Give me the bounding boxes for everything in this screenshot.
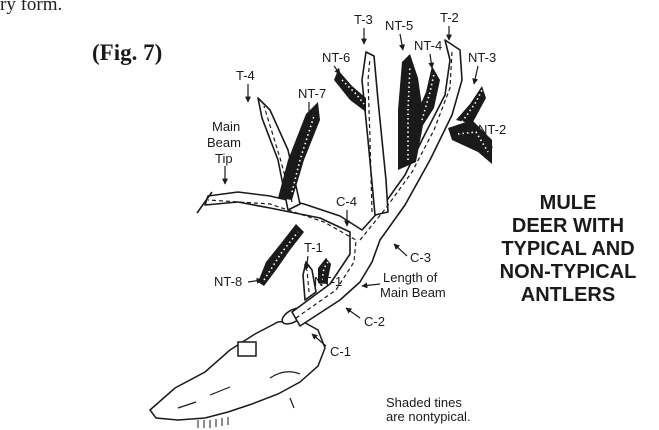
svg-text:NT-7: NT-7	[298, 86, 326, 101]
svg-text:C-2: C-2	[364, 314, 385, 329]
title-line: TYPICAL AND	[478, 238, 658, 261]
label-nt4: NT-4	[414, 38, 442, 68]
shading-note: Shaded tines are nontypical.	[386, 396, 471, 424]
svg-text:C-4: C-4	[336, 194, 357, 209]
title-line: DEER WITH	[478, 215, 658, 238]
label-t3: T-3	[354, 12, 373, 44]
label-nt8: NT-8	[214, 274, 262, 289]
skull	[150, 320, 325, 420]
svg-text:Tip: Tip	[215, 151, 233, 166]
label-c3: C-3	[394, 244, 431, 265]
svg-text:NT-3: NT-3	[468, 50, 496, 65]
label-t4: T-4	[236, 68, 255, 102]
tine-nt8	[258, 224, 304, 286]
label-main-beam-tip: Main Beam Tip	[207, 119, 241, 184]
svg-text:T-2: T-2	[440, 10, 459, 25]
note-line: are nontypical.	[386, 410, 471, 424]
svg-text:T-3: T-3	[354, 12, 373, 27]
svg-text:T-1: T-1	[304, 240, 323, 255]
tine-t3	[362, 52, 388, 215]
label-nt6: NT-6	[322, 50, 350, 74]
svg-text:Beam: Beam	[207, 135, 241, 150]
svg-text:C-3: C-3	[410, 250, 431, 265]
svg-text:NT-4: NT-4	[414, 38, 442, 53]
label-t1: T-1	[304, 240, 323, 270]
diagram-title: MULE DEER WITH TYPICAL AND NON-TYPICAL A…	[478, 192, 658, 307]
label-nt3: NT-3	[468, 50, 496, 84]
label-length-of-main-beam: Length of Main Beam	[362, 270, 446, 300]
svg-text:NT-8: NT-8	[214, 274, 242, 289]
svg-text:T-4: T-4	[236, 68, 255, 83]
eye-socket	[238, 342, 256, 356]
title-line: NON-TYPICAL	[478, 261, 658, 284]
svg-text:Main Beam: Main Beam	[380, 285, 446, 300]
svg-text:Length of: Length of	[383, 270, 438, 285]
svg-text:C-1: C-1	[330, 344, 351, 359]
tine-nt6	[334, 70, 366, 112]
title-line: ANTLERS	[478, 284, 658, 307]
label-t2: T-2	[440, 10, 459, 40]
svg-text:NT-6: NT-6	[322, 50, 350, 65]
svg-text:NT-2: NT-2	[478, 122, 506, 137]
note-line: Shaded tines	[386, 396, 471, 410]
svg-text:Main: Main	[212, 119, 240, 134]
label-nt5: NT-5	[385, 18, 413, 50]
title-line: MULE	[478, 192, 658, 215]
label-c2: C-2	[346, 308, 385, 329]
svg-text:NT-5: NT-5	[385, 18, 413, 33]
svg-text:NT-1: NT-1	[314, 274, 342, 289]
